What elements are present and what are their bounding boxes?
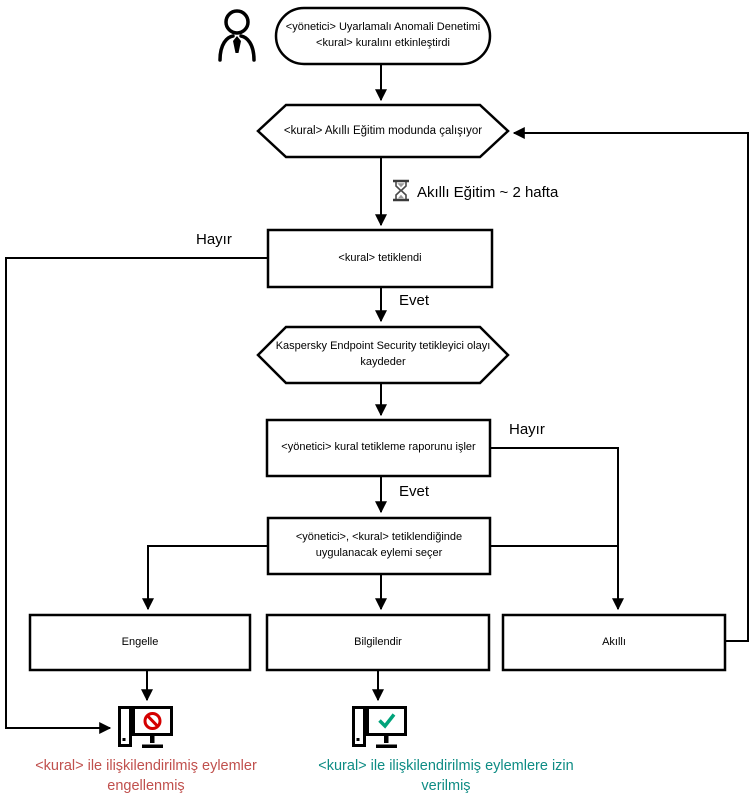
smart-action-box [501, 613, 727, 672]
inform-action-box [265, 613, 491, 672]
edge-smart-feedback-loop [512, 127, 749, 642]
log-event-hexagon [256, 325, 510, 385]
computer-allowed-icon [352, 706, 407, 748]
prohibition-icon [143, 712, 162, 730]
connectors [5, 64, 749, 734]
edge-report-no-to-smart [490, 447, 624, 611]
edge-action-to-block [142, 545, 268, 611]
start-node-shape [274, 6, 492, 66]
block-action-box [28, 613, 252, 672]
select-action-box [266, 516, 492, 576]
process-report-box [265, 418, 492, 478]
checkmark-icon [378, 713, 396, 729]
edge-trigger-no-loop [5, 257, 268, 734]
rule-triggered-box [266, 228, 494, 289]
person-icon [218, 9, 256, 62]
training-mode-hexagon [256, 103, 510, 159]
computer-blocked-icon [118, 706, 173, 748]
hourglass-icon [393, 179, 409, 202]
